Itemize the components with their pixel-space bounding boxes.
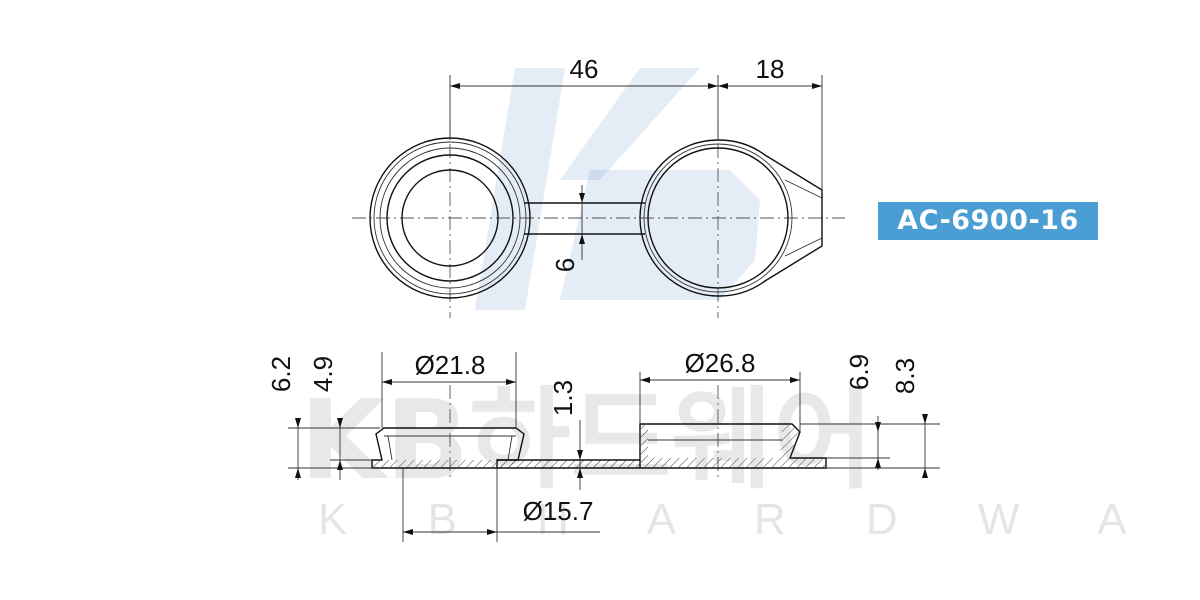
- strap-section: [497, 459, 640, 469]
- dim-strap-width: 6: [550, 258, 580, 272]
- side-dimension-lines: [288, 352, 940, 542]
- model-code-badge: AC-6900-16: [878, 202, 1098, 240]
- dim-large-diameter: Ø26.8: [685, 348, 756, 378]
- side-view: Ø21.8 Ø26.8 Ø15.7 1.3 6.2 4.9 6.9 8.3: [266, 348, 940, 542]
- dim-center-distance: 46: [570, 54, 599, 84]
- large-cap-section: [639, 423, 827, 469]
- strap: [524, 202, 645, 235]
- dim-small-ring-height: 4.9: [308, 356, 338, 392]
- watermark-english: K B H A R D W A R E: [318, 495, 1200, 544]
- dim-small-total-height: 6.2: [266, 356, 296, 392]
- kb-logo-watermark: [475, 68, 760, 310]
- dim-small-diameter: Ø21.8: [415, 350, 486, 380]
- large-cap: [639, 139, 823, 297]
- dim-large-total-height: 8.3: [890, 358, 920, 394]
- small-cap-ring: [369, 137, 531, 299]
- dim-tail-length: 18: [756, 54, 785, 84]
- dim-hole-diameter: Ø15.7: [523, 496, 594, 526]
- dim-strap-thickness: 1.3: [548, 380, 578, 416]
- top-view: 46 18 6: [352, 54, 845, 318]
- dim-large-ring-height: 6.9: [844, 354, 874, 390]
- top-dimension-lines: [449, 75, 823, 260]
